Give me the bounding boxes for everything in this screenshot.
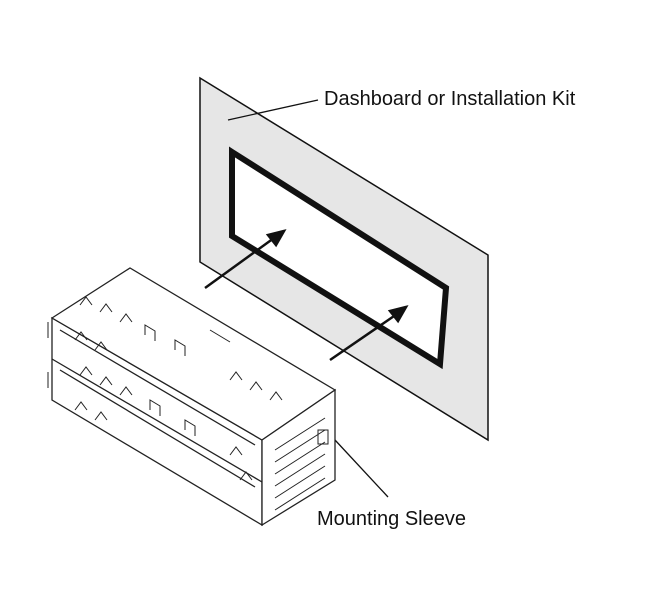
panel-label: Dashboard or Installation Kit [324,88,576,110]
mounting-sleeve [47,267,337,527]
leader-lines [227,99,389,498]
insertion-arrows [204,229,409,362]
sleeve-label: Mounting Sleeve [317,508,466,530]
